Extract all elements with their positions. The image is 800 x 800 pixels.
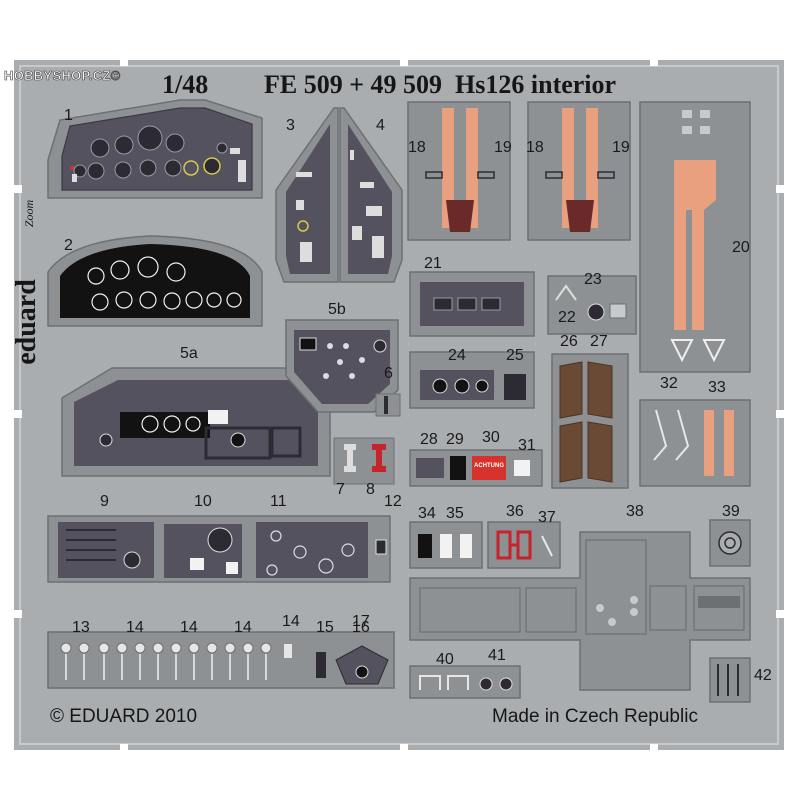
part-number: 7 [336, 481, 345, 498]
origin-label: Made in Czech Republic [492, 706, 698, 727]
part-number: 15 [316, 619, 334, 636]
part-number: 12 [384, 493, 402, 510]
fret-title: FE 509 + 49 509 Hs126 interior [264, 70, 617, 99]
part-7-8-pedals [333, 437, 395, 485]
part-number: 10 [194, 493, 212, 510]
part-number: 23 [584, 271, 602, 288]
part-2-dial-faces [47, 235, 263, 327]
part-24-25-instrument-box [409, 351, 535, 409]
part-13-17-levers [47, 631, 395, 689]
part-number: 18 [526, 139, 544, 156]
part-number: 5b [328, 301, 346, 318]
part-number: 25 [506, 347, 524, 364]
brand-line: Zoom [22, 199, 37, 228]
part-number: 27 [590, 333, 608, 350]
part-5b-upper-console [285, 319, 401, 417]
part-number: 11 [270, 493, 287, 510]
part-18-19-harness-left [407, 101, 511, 241]
part-number: 29 [446, 431, 464, 448]
part-38-floor [409, 531, 751, 691]
part-1-instrument-panel [47, 99, 263, 199]
part-number: 14 [126, 619, 144, 636]
part-number: 3 [286, 117, 295, 134]
part-number: 30 [482, 429, 500, 446]
part-26-27-seat-cushions [551, 353, 629, 489]
part-number: 2 [64, 237, 73, 254]
part-number: 33 [708, 379, 726, 396]
copyright-label: © EDUARD 2010 [50, 706, 198, 727]
part-number: 14 [282, 613, 300, 630]
part-number: 36 [506, 503, 524, 520]
part-number: 37 [538, 509, 556, 526]
part-number: 14 [180, 619, 198, 636]
part-number: 21 [424, 255, 442, 272]
scale-label: 1/48 [162, 70, 209, 99]
part-number: 18 [408, 139, 426, 156]
part-number: 1 [64, 107, 73, 124]
part-20-shoulder-harness [639, 101, 751, 373]
brand-logo: eduard [10, 279, 42, 365]
part-3-4-side-panels [275, 107, 403, 283]
part-number: 6 [384, 365, 393, 382]
part-number: 13 [72, 619, 90, 636]
part-39-disc [709, 519, 751, 567]
part-number: 24 [448, 347, 466, 364]
part-number: 41 [488, 647, 506, 664]
part-number: 35 [446, 505, 464, 522]
part-number: 4 [376, 117, 385, 134]
part-number: 34 [418, 505, 436, 522]
part-number: 22 [558, 309, 576, 326]
part-number: 31 [518, 437, 536, 454]
part-22-23-fittings [547, 275, 637, 335]
part-number: 16 [352, 619, 370, 636]
part-34-37-buckles [409, 521, 561, 569]
part-40-41-small-parts [409, 665, 521, 699]
part-number: 9 [100, 493, 109, 510]
fret-border [19, 65, 779, 745]
part-number: 17 [352, 613, 370, 630]
part-9-12-lower-panels [47, 515, 391, 583]
watermark: HOBBYSHOP.CZ© [4, 68, 121, 84]
part-number: 32 [660, 375, 678, 392]
part-number: 42 [754, 667, 772, 684]
part-32-33-belts [639, 399, 751, 487]
part-number: 40 [436, 651, 454, 668]
part-number: 5a [180, 345, 198, 362]
part-5a-main-panel [61, 367, 331, 477]
part-42-rods [709, 657, 751, 703]
part-21-radio-panel [409, 271, 535, 337]
part-18-19-harness-right [527, 101, 631, 241]
achtung-placard: ACHTUNG [474, 463, 504, 469]
part-number: 19 [612, 139, 630, 156]
fret-notches [14, 60, 784, 750]
part-number: 14 [234, 619, 252, 636]
part-number: 19 [494, 139, 512, 156]
part-number: 39 [722, 503, 740, 520]
part-number: 28 [420, 431, 438, 448]
part-number: 8 [366, 481, 375, 498]
part-28-31-placards: ACHTUNG [409, 449, 543, 487]
part-number: 38 [626, 503, 644, 520]
part-number: 26 [560, 333, 578, 350]
part-number: 20 [732, 239, 750, 256]
